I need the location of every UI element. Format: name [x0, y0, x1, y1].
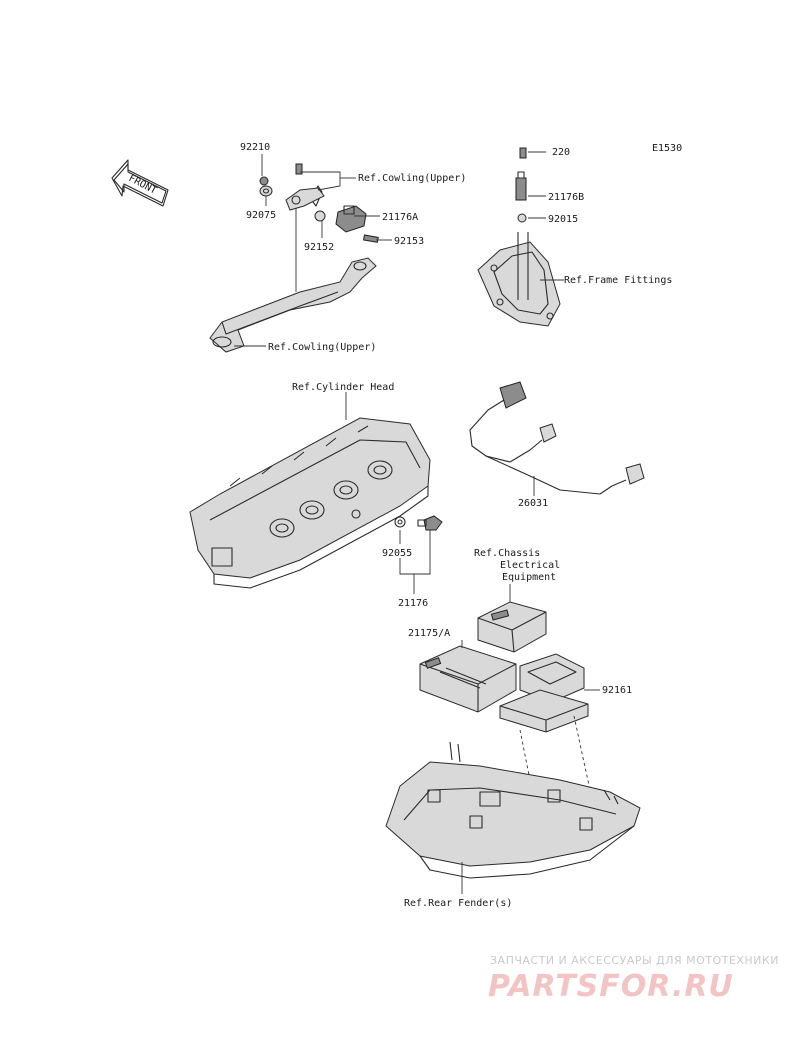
ref-frame-fittings: Ref.Frame Fittings [564, 275, 672, 286]
part-21175a: 21175/A [408, 628, 450, 639]
bolt-92153-icon [362, 234, 379, 243]
front-arrow-icon [111, 159, 169, 207]
part-26031: 26031 [518, 498, 548, 509]
grommet-92152-icon [314, 210, 326, 222]
ref-cowling-upper-bottom: Ref.Cowling(Upper) [268, 342, 376, 353]
watermark-logo: PARTSFOR.RU [488, 969, 734, 1004]
chassis-module [477, 601, 547, 653]
ref-chassis-line3: Equipment [502, 572, 556, 583]
oring-92015-icon [517, 213, 527, 223]
temp-sensor-21176 [417, 515, 443, 531]
ref-chassis-line2: Electrical [500, 560, 560, 571]
part-92152: 92152 [304, 242, 334, 253]
diagram-code: E1530 [652, 143, 682, 154]
ref-chassis-line1: Ref.Chassis [474, 548, 540, 559]
rear-fender [385, 741, 641, 879]
ecu-21175a [419, 645, 517, 713]
cowling-bracket [209, 185, 377, 353]
sub-harness-26031 [469, 381, 645, 495]
screw-220-icon [519, 147, 527, 159]
ref-cylinder-head: Ref.Cylinder Head [292, 382, 394, 393]
part-21176b: 21176B [548, 192, 584, 203]
cylinder-head [189, 417, 431, 589]
watermark-tagline: ЗАПЧАСТИ И АКСЕССУАРЫ ДЛЯ МОТОТЕХНИКИ [490, 954, 779, 967]
ref-rear-fender: Ref.Rear Fender(s) [404, 898, 512, 909]
part-92210: 92210 [240, 142, 270, 153]
part-92153: 92153 [394, 236, 424, 247]
ecu-holder-92161 [499, 653, 589, 733]
collar-92075-icon [259, 185, 273, 197]
washer-92055-icon [394, 516, 406, 528]
bolt-92210-icon [259, 176, 269, 186]
part-220: 220 [552, 147, 570, 158]
screw-top-icon [295, 163, 303, 175]
part-21176: 21176 [398, 598, 428, 609]
part-92055: 92055 [382, 548, 412, 559]
map-sensor-21176a [335, 205, 367, 233]
frame-plate [477, 232, 561, 327]
part-21176a: 21176A [382, 212, 418, 223]
part-92161: 92161 [602, 685, 632, 696]
sensor-21176b [515, 171, 527, 201]
part-92015: 92015 [548, 214, 578, 225]
part-92075: 92075 [246, 210, 276, 221]
ref-cowling-upper-top: Ref.Cowling(Upper) [358, 173, 466, 184]
